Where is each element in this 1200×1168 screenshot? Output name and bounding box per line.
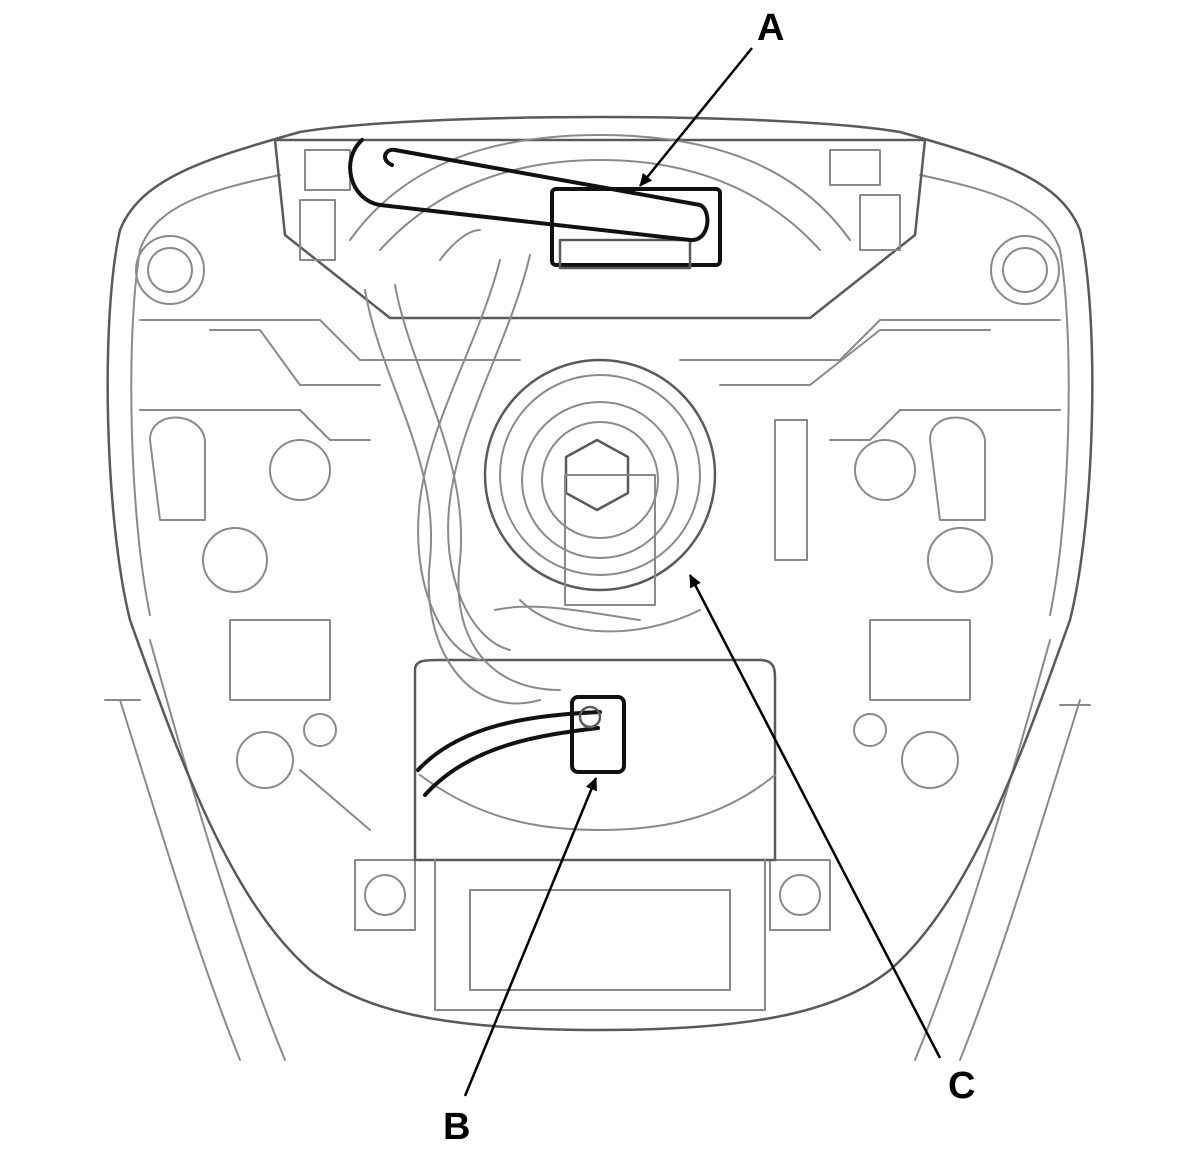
right-mount-details [769, 235, 1060, 931]
leader-lines [463, 47, 942, 1097]
airbag-housing-inner [130, 174, 1070, 616]
hex-nut [564, 438, 630, 512]
upper-recess [273, 134, 927, 320]
leader-a [639, 47, 753, 187]
steering-column-lines [104, 639, 1091, 1061]
connector-b [416, 695, 626, 797]
frame-arms [139, 319, 1061, 441]
wire-harness [364, 229, 641, 705]
left-mount-details [135, 235, 416, 931]
steering-hub [483, 358, 717, 633]
connector-a [348, 138, 722, 270]
airbag-housing-outline [106, 115, 1094, 1032]
callout-label-c: C [948, 1065, 975, 1107]
callout-label-b: B [443, 1106, 470, 1148]
callout-label-a: A [757, 7, 784, 49]
leader-c [688, 574, 942, 1059]
leader-b [463, 777, 598, 1097]
lower-cover [413, 658, 777, 1011]
